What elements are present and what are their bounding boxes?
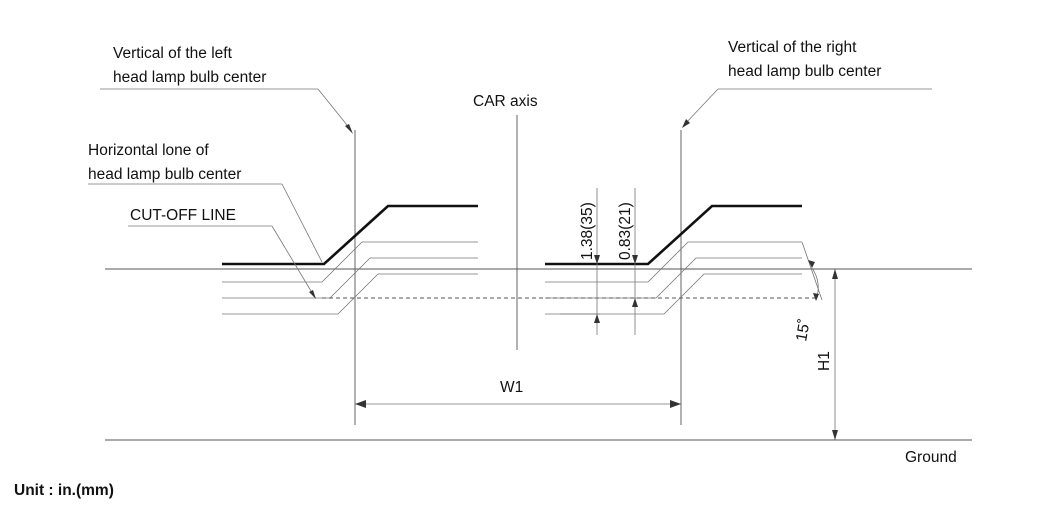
ground-label: Ground (905, 449, 957, 466)
dimension-083-label: 0.83(21) (617, 202, 634, 260)
h1-label: H1 (816, 351, 833, 371)
w1-label: W1 (500, 379, 523, 396)
left-cut-off-line (222, 204, 478, 266)
right-cut-off-line (545, 204, 802, 266)
left-vertical-label-line1: Vertical of the left (113, 45, 233, 62)
dimension-138-label: 1.38(35) (579, 202, 596, 260)
right-vertical-label-line1: Vertical of the right (728, 39, 857, 56)
angle-15-marker (801, 241, 823, 301)
horizontal-label-line2: head lamp bulb center (88, 166, 241, 183)
horizontal-line-leader (88, 183, 323, 263)
dimension-083 (632, 188, 638, 335)
left-vertical-leader (100, 88, 353, 134)
left-lamp-pattern (222, 204, 478, 315)
cut-off-line-label: CUT-OFF LINE (130, 207, 236, 224)
right-vertical-leader (682, 88, 932, 128)
horizontal-label-line1: Horizontal lone of (88, 142, 209, 159)
cut-off-leader (128, 225, 316, 299)
dimension-138 (560, 188, 600, 335)
left-vertical-label-line2: head lamp bulb center (113, 69, 266, 86)
unit-label: Unit : in.(mm) (14, 482, 114, 499)
right-vertical-label-line2: head lamp bulb center (728, 63, 881, 80)
right-lamp-pattern (545, 204, 802, 315)
car-axis-label: CAR axis (473, 93, 538, 110)
w1-dimension (355, 400, 681, 408)
h1-dimension (832, 269, 838, 440)
angle-label: 15˚ (793, 318, 814, 343)
